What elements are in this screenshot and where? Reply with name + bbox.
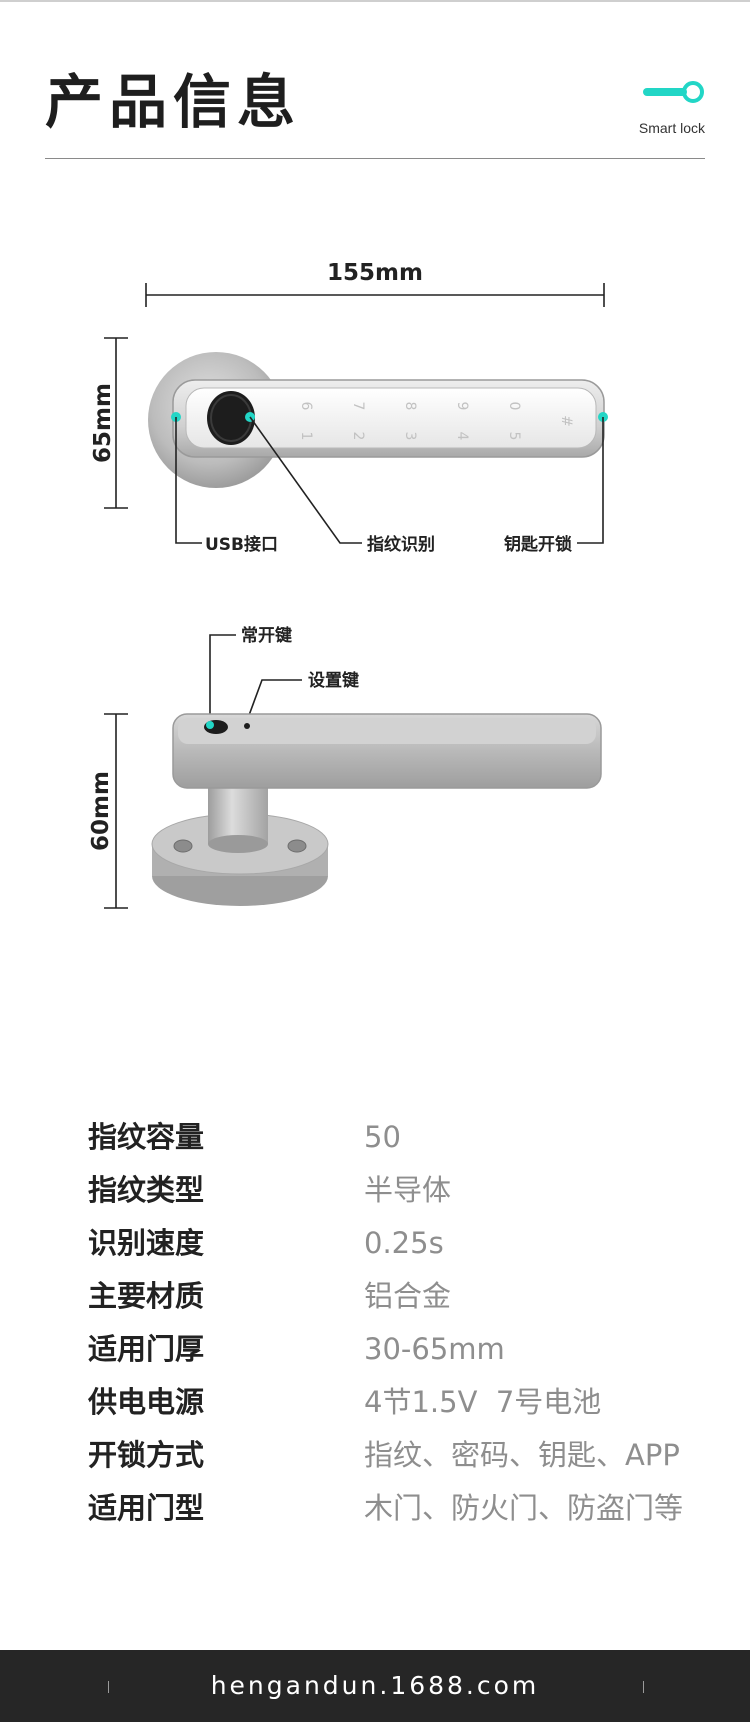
spec-value: 指纹、密码、钥匙、APP xyxy=(364,1438,680,1472)
header: 产品信息 Smart lock xyxy=(45,60,705,160)
spec-value: 铝合金 xyxy=(364,1279,452,1313)
key-6: 6 xyxy=(298,402,314,411)
key-1: 1 xyxy=(298,432,314,441)
setting-callout-line xyxy=(247,679,302,719)
key-0: 0 xyxy=(506,402,522,411)
spec-value: 半导体 xyxy=(364,1173,452,1207)
spec-key: 适用门型 xyxy=(88,1491,205,1525)
spec-key: 主要材质 xyxy=(88,1279,205,1313)
spec-value: 4节1.5V 7号电池 xyxy=(364,1385,602,1419)
page-title: 产品信息 xyxy=(45,68,302,136)
spec-key: 适用门厚 xyxy=(88,1332,205,1366)
key-callout-label: 钥匙开锁 xyxy=(504,534,572,555)
spec-value: 30-65mm xyxy=(364,1332,505,1366)
side-handle-top-face xyxy=(178,718,596,744)
normally-open-callout-line xyxy=(209,634,236,724)
normally-open-callout-label: 常开键 xyxy=(241,625,292,646)
width-dimension-label: 155mm xyxy=(327,260,423,286)
key-2: 2 xyxy=(350,432,366,441)
key-3: 3 xyxy=(402,432,418,441)
spec-key: 开锁方式 xyxy=(88,1438,205,1472)
footer-shop-url: hengandun.1688.com xyxy=(210,1671,540,1700)
product-diagram: 155mm 65mm 6 7 8 9 0 1 2 3 4 5 # xyxy=(0,240,750,960)
key-5: 5 xyxy=(506,432,522,441)
brand: Smart lock xyxy=(595,70,705,140)
key-4: 4 xyxy=(454,432,470,441)
spec-key: 指纹容量 xyxy=(88,1120,205,1154)
usb-callout-line xyxy=(175,417,202,544)
screw-hole-right-icon xyxy=(287,839,307,853)
spec-key: 识别速度 xyxy=(88,1226,205,1260)
spec-row: 适用门型 木门、防火门、防盗门等 xyxy=(88,1488,728,1541)
fingerprint-sensor-icon xyxy=(207,391,255,445)
side-height-label: 60mm xyxy=(88,771,114,851)
spec-key: 指纹类型 xyxy=(88,1173,205,1207)
key-7: 7 xyxy=(350,402,366,411)
usb-callout-label: USB接口 xyxy=(205,534,278,555)
spec-row: 识别速度 0.25s xyxy=(88,1223,728,1276)
spec-row: 主要材质 铝合金 xyxy=(88,1276,728,1329)
footer-bar: hengandun.1688.com xyxy=(0,1650,750,1722)
key-hash: # xyxy=(558,415,574,427)
spec-table: 指纹容量 50 指纹类型 半导体 识别速度 0.25s 主要材质 铝合金 适用门… xyxy=(88,1117,728,1541)
spec-row: 指纹容量 50 xyxy=(88,1117,728,1170)
side-neck xyxy=(208,780,268,844)
fingerprint-callout-line xyxy=(249,416,362,544)
setting-callout-label: 设置键 xyxy=(308,670,359,691)
header-divider xyxy=(45,158,705,159)
keypad-digits: 6 7 8 9 0 1 2 3 4 5 # xyxy=(298,402,574,441)
spec-key: 供电电源 xyxy=(88,1385,205,1419)
screw-hole-left-icon xyxy=(173,839,193,853)
key-toggle-icon xyxy=(643,81,704,103)
spec-value: 0.25s xyxy=(364,1226,444,1260)
key-callout-line xyxy=(577,417,604,544)
spec-row: 适用门厚 30-65mm xyxy=(88,1329,728,1382)
normally-open-button-dot xyxy=(206,721,214,729)
fingerprint-callout-label: 指纹识别 xyxy=(367,534,435,555)
key-8: 8 xyxy=(402,402,418,411)
side-neck-base xyxy=(208,835,268,853)
spec-value: 50 xyxy=(364,1120,401,1154)
front-height-label: 65mm xyxy=(90,383,116,463)
setting-button-icon xyxy=(244,723,250,729)
footer-divider-left xyxy=(108,1681,109,1693)
top-rule xyxy=(0,0,750,2)
key-9: 9 xyxy=(454,402,470,411)
spec-row: 开锁方式 指纹、密码、钥匙、APP xyxy=(88,1435,728,1488)
keypad-panel xyxy=(185,387,597,449)
spec-row: 供电电源 4节1.5V 7号电池 xyxy=(88,1382,728,1435)
lock-diagram-svg: 155mm 65mm 6 7 8 9 0 1 2 3 4 5 # xyxy=(88,260,608,909)
footer-divider-right xyxy=(643,1681,644,1693)
spec-value: 木门、防火门、防盗门等 xyxy=(364,1491,684,1525)
brand-text: Smart lock xyxy=(638,120,705,136)
spec-row: 指纹类型 半导体 xyxy=(88,1170,728,1223)
